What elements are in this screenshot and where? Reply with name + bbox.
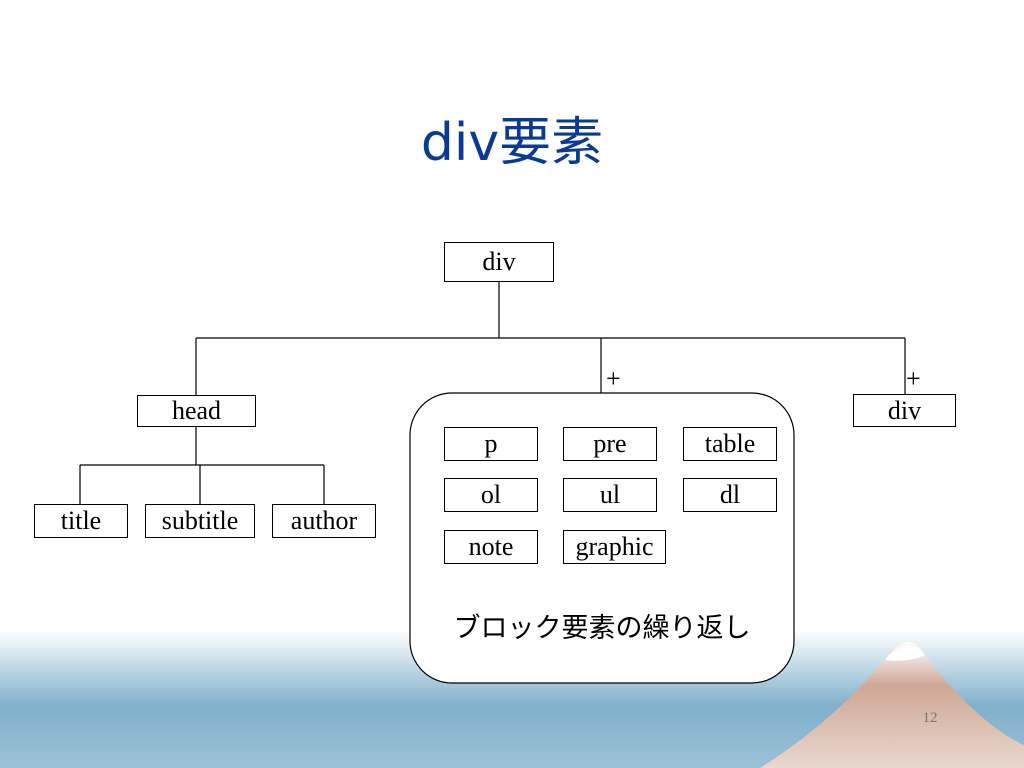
node-div: div: [853, 394, 956, 427]
block-element-pre: pre: [563, 427, 657, 461]
block-group-caption: ブロック要素の繰り返し: [453, 613, 751, 644]
block-element-p: p: [444, 427, 538, 461]
mountain-shape: [760, 642, 1024, 768]
block-element-graphic: graphic: [563, 530, 666, 564]
block-element-note: note: [444, 530, 538, 564]
block-element-table: table: [683, 427, 777, 461]
page-title: div要素: [420, 113, 604, 173]
block-element-ul: ul: [563, 478, 657, 512]
node-subtitle: subtitle: [145, 504, 255, 538]
page-number: 12: [922, 710, 938, 726]
repeat-marker-block: +: [606, 364, 621, 393]
node-root-div: div: [444, 242, 554, 282]
node-head: head: [137, 395, 256, 427]
block-element-ol: ol: [444, 478, 538, 512]
mountain-snow: [885, 645, 925, 661]
node-title: title: [34, 504, 128, 538]
node-author: author: [272, 504, 376, 538]
repeat-marker-div: +: [906, 364, 921, 393]
block-element-dl: dl: [683, 478, 777, 512]
